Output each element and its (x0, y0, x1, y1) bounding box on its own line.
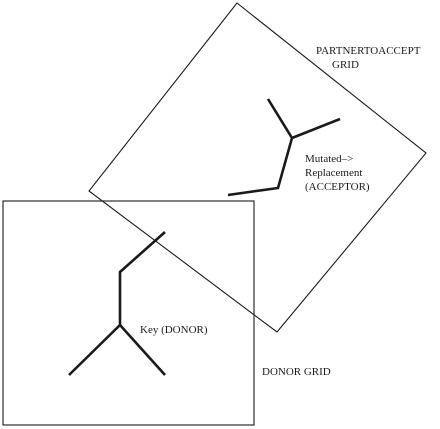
partner-grid-label-line1: PARTNERTOACCEPT (316, 45, 421, 57)
acceptor-branch-upper-right (291, 117, 341, 140)
acceptor-backbone (227, 137, 294, 197)
donor-key-label: Key (DONOR) (140, 324, 208, 336)
acceptor-label-line2: Replacement (305, 167, 362, 179)
acceptor-label-line3: (ACCEPTOR) (305, 181, 370, 193)
donor-molecule (68, 231, 166, 376)
acceptor-branch-upper-left (266, 98, 294, 139)
partner-grid-box (88, 2, 427, 333)
donor-grid-label: DONOR GRID (262, 366, 331, 378)
donor-branch-left (68, 324, 121, 376)
donor-branch-right (119, 324, 166, 376)
donor-backbone (118, 231, 166, 325)
acceptor-label-line1: Mutated–> (305, 153, 353, 165)
acceptor-molecule (227, 98, 341, 197)
partner-grid-label-line2: GRID (332, 59, 359, 71)
donor-grid-box (2, 200, 255, 426)
